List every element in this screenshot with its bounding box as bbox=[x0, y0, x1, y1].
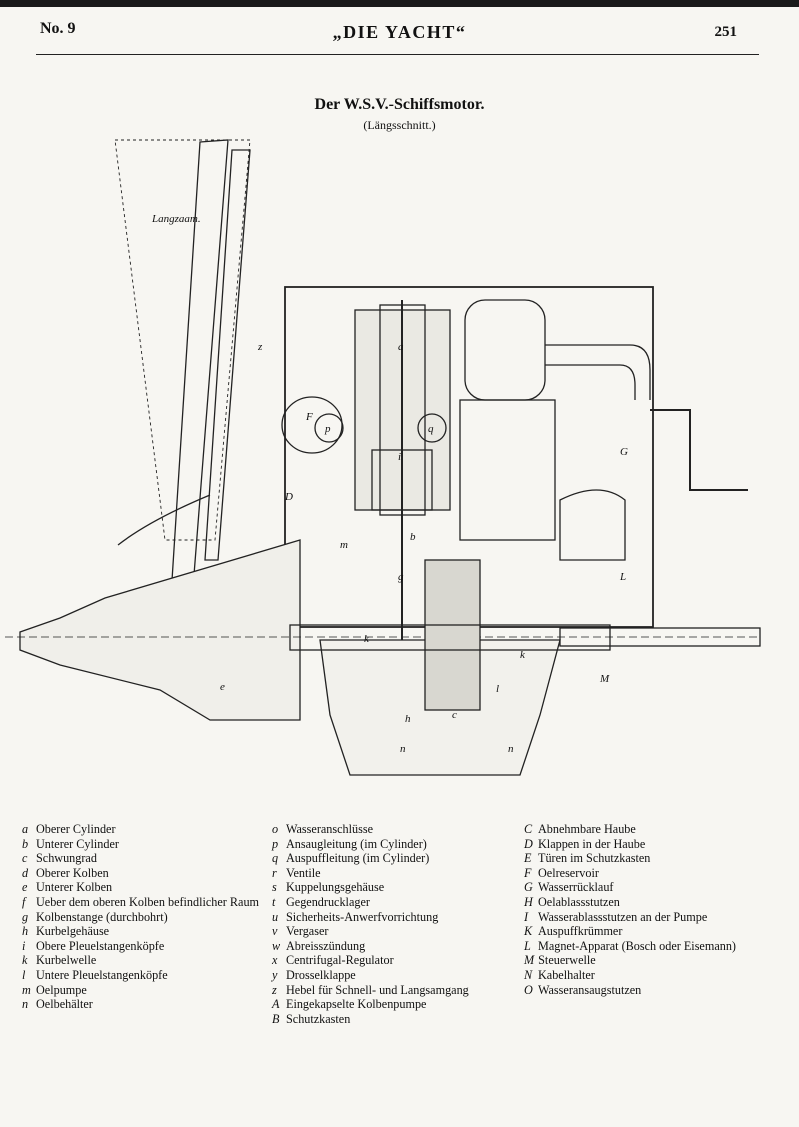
label-n1: n bbox=[400, 743, 406, 755]
label-D: D bbox=[284, 491, 293, 503]
issue-number: No. 9 bbox=[40, 20, 76, 37]
label-l: l bbox=[496, 683, 499, 695]
p-port bbox=[314, 413, 344, 443]
label-b: b bbox=[410, 531, 416, 543]
valve-housing bbox=[459, 399, 556, 541]
flywheel bbox=[424, 559, 481, 711]
label-k2: k bbox=[520, 649, 526, 661]
exhaust-elbow bbox=[545, 344, 651, 400]
engine-section-drawing: Langzaam. z D F p q a b i g h c n n k k … bbox=[5, 139, 761, 776]
cover-hood bbox=[464, 299, 546, 401]
front-shaft bbox=[559, 627, 761, 647]
label-e: e bbox=[220, 681, 225, 693]
crankshaft bbox=[289, 624, 611, 651]
label-h: h bbox=[405, 713, 411, 725]
label-n2: n bbox=[508, 743, 514, 755]
page-top-edge bbox=[0, 0, 799, 7]
label-m: m bbox=[340, 539, 348, 551]
journal-title: „DIE YACHT“ bbox=[332, 22, 467, 42]
header-rule bbox=[36, 54, 759, 55]
label-M: M bbox=[599, 673, 610, 685]
lever-curve bbox=[117, 494, 211, 546]
label-q: q bbox=[428, 423, 434, 435]
exhaust-elbow-inner bbox=[545, 364, 636, 400]
label-k1: k bbox=[364, 633, 370, 645]
label-g: g bbox=[398, 571, 404, 583]
label-F: F bbox=[305, 411, 313, 423]
label-a: a bbox=[398, 341, 404, 353]
page-number: 251 bbox=[714, 24, 738, 40]
page-header: No. 9 „DIE YACHT“ 251 bbox=[0, 14, 799, 55]
figure-subtitle: (Längsschnitt.) bbox=[363, 118, 436, 132]
shaft-housing bbox=[19, 539, 301, 721]
label-z: z bbox=[257, 341, 263, 353]
label-L: L bbox=[619, 571, 626, 583]
control-lever-2 bbox=[204, 149, 251, 561]
label-langzaam: Langzaam. bbox=[151, 213, 201, 225]
label-p: p bbox=[324, 423, 331, 435]
label-i: i bbox=[398, 451, 401, 463]
starting-crank bbox=[650, 409, 748, 491]
oil-reservoir bbox=[281, 396, 343, 454]
label-c: c bbox=[452, 709, 457, 721]
figure-title: Der W.S.V.-Schiffsmotor. bbox=[314, 96, 485, 113]
label-G: G bbox=[620, 446, 628, 458]
hood-outline bbox=[114, 139, 251, 541]
q-port bbox=[417, 413, 447, 443]
magneto bbox=[559, 489, 626, 561]
